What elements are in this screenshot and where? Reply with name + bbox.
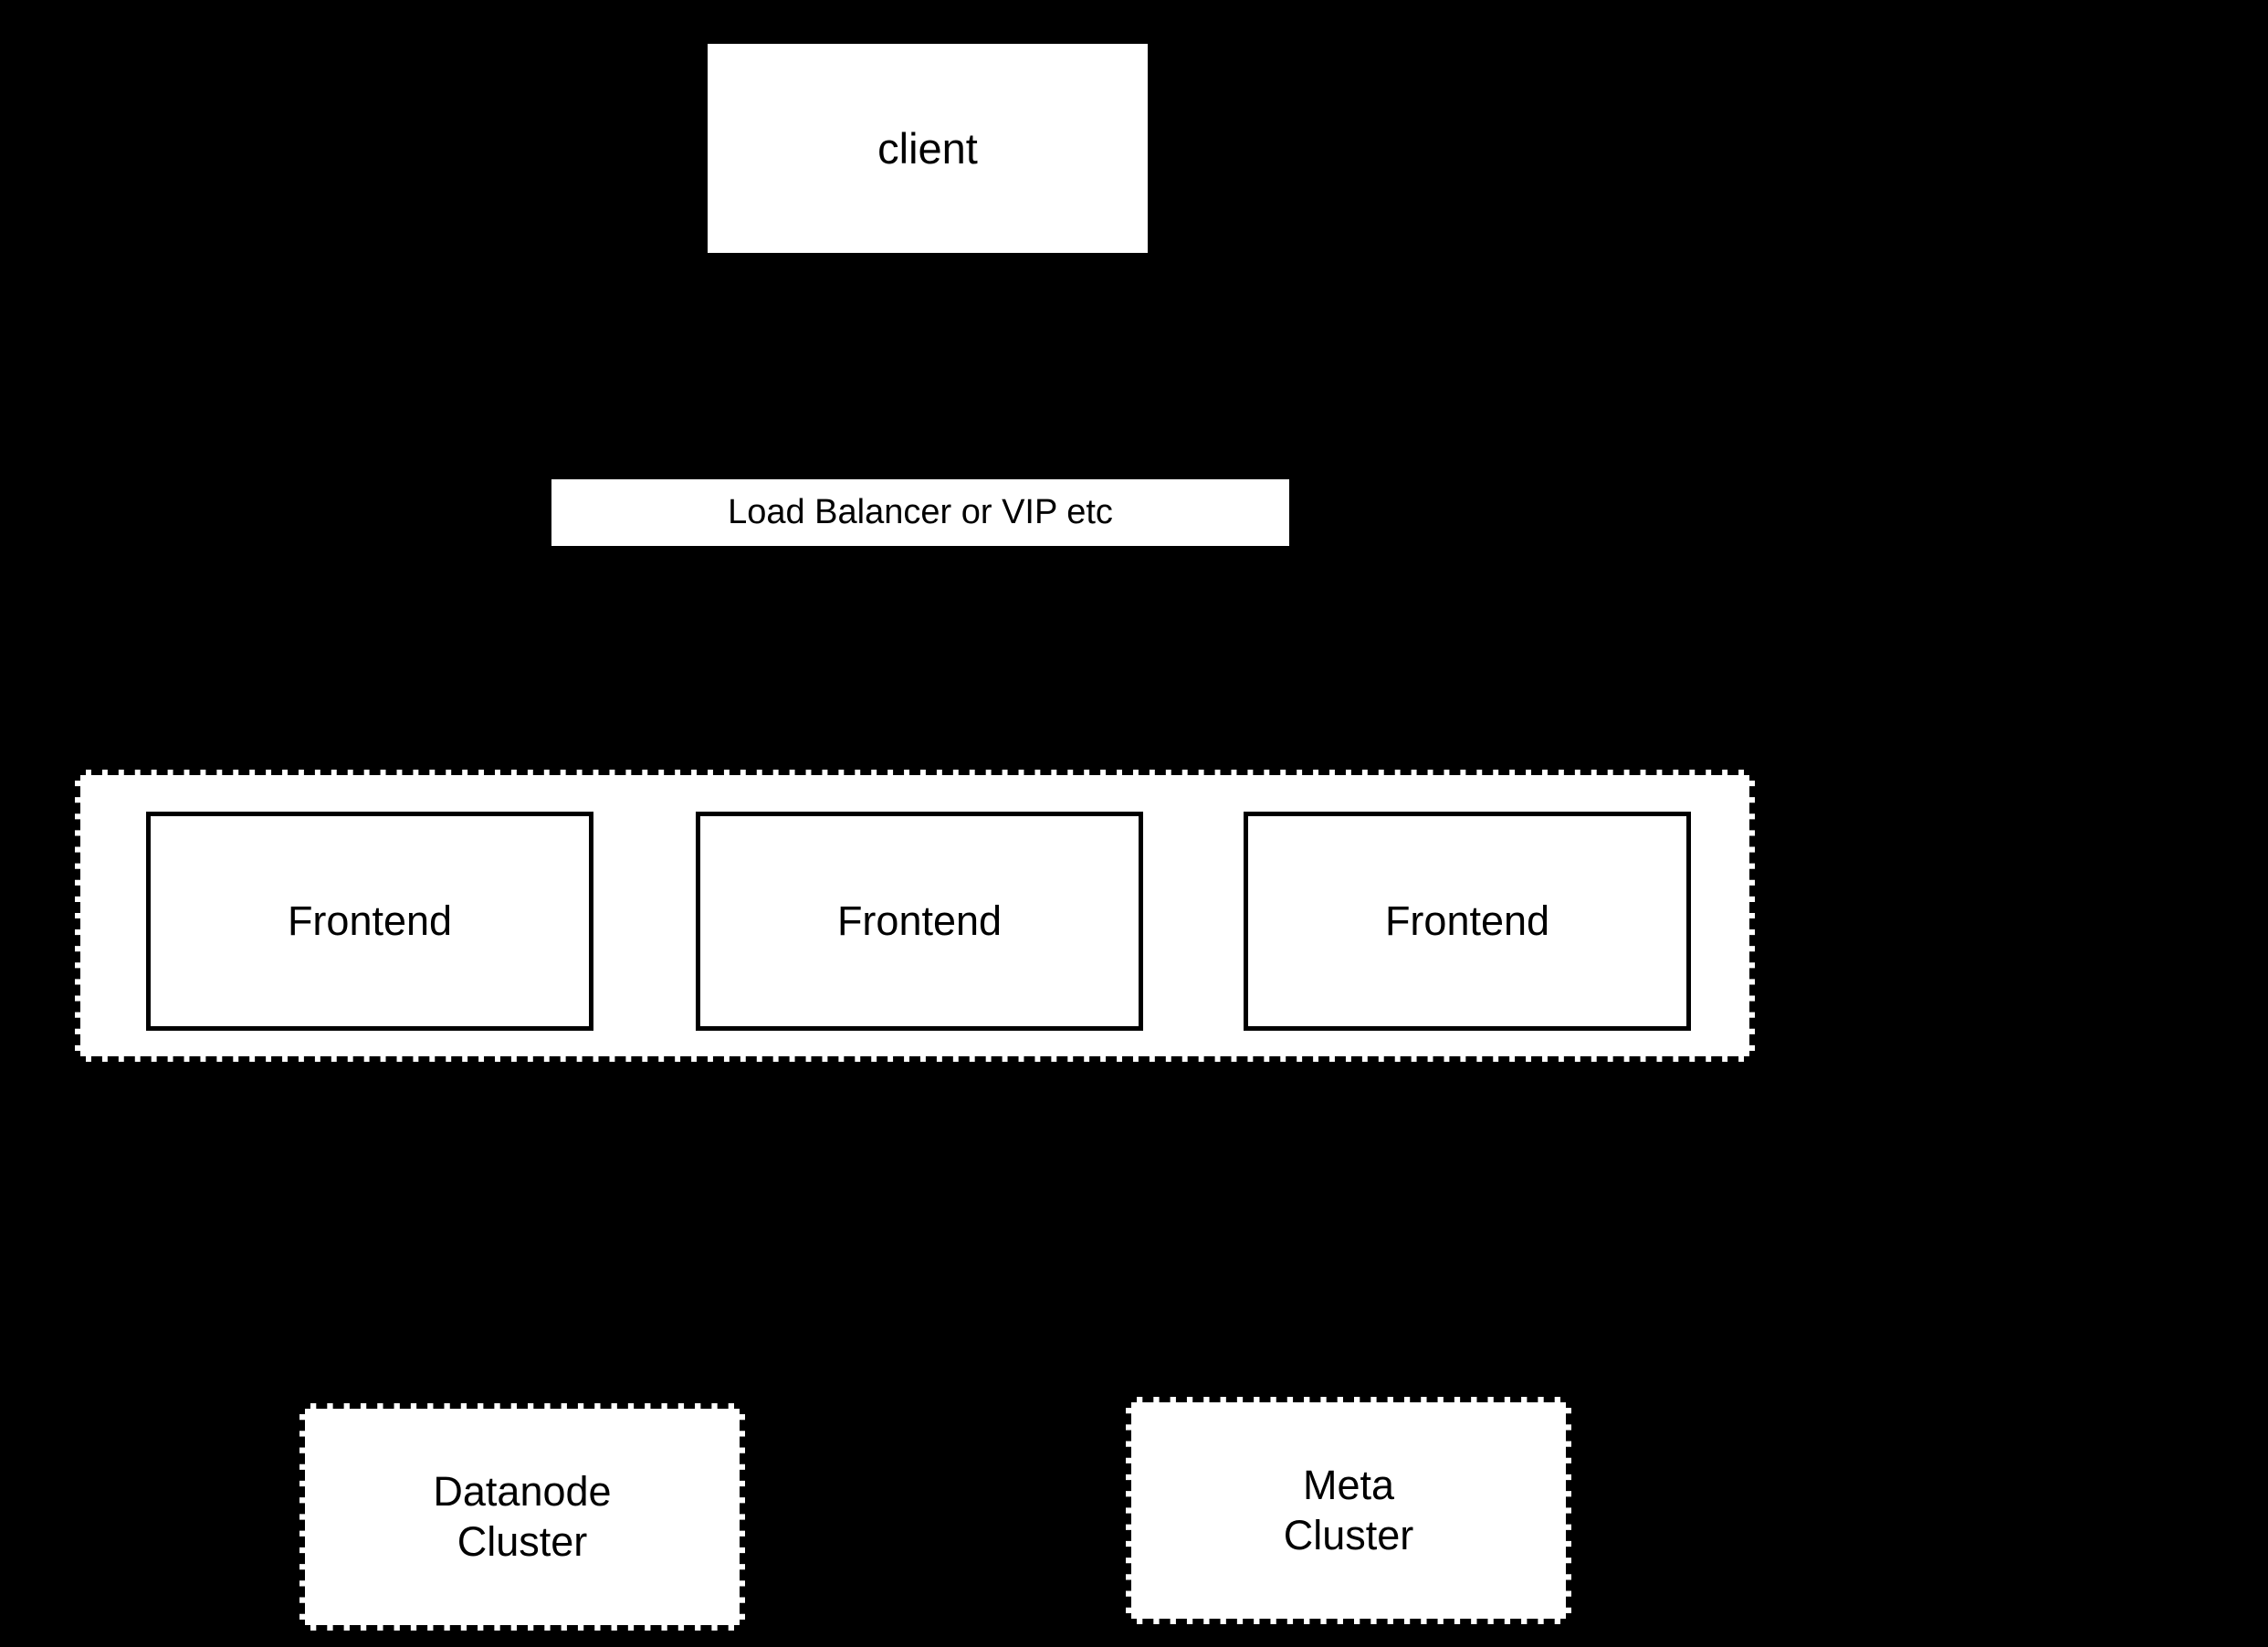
frontend-node-1[interactable]: Frontend [146,812,593,1031]
frontend-node-3[interactable]: Frontend [1244,812,1691,1031]
datanode-cluster-node-label: Datanode Cluster [433,1467,612,1565]
client-node[interactable]: client [708,44,1148,253]
frontend-node-1-label: Frontend [287,897,453,944]
datanode-cluster-node[interactable]: Datanode Cluster [299,1403,745,1631]
meta-cluster-node[interactable]: Meta Cluster [1126,1397,1571,1624]
meta-cluster-node-label: Meta Cluster [1283,1461,1414,1558]
frontend-node-2-label: Frontend [836,897,1003,944]
load-balancer-node-label: Load Balancer or VIP etc [728,493,1113,532]
frontend-node-2[interactable]: Frontend [696,812,1143,1031]
frontend-cluster-group[interactable]: Frontend Frontend Frontend [75,770,1755,1062]
frontend-node-3-label: Frontend [1384,897,1550,944]
load-balancer-node[interactable]: Load Balancer or VIP etc [551,479,1289,546]
client-node-label: client [877,123,978,173]
